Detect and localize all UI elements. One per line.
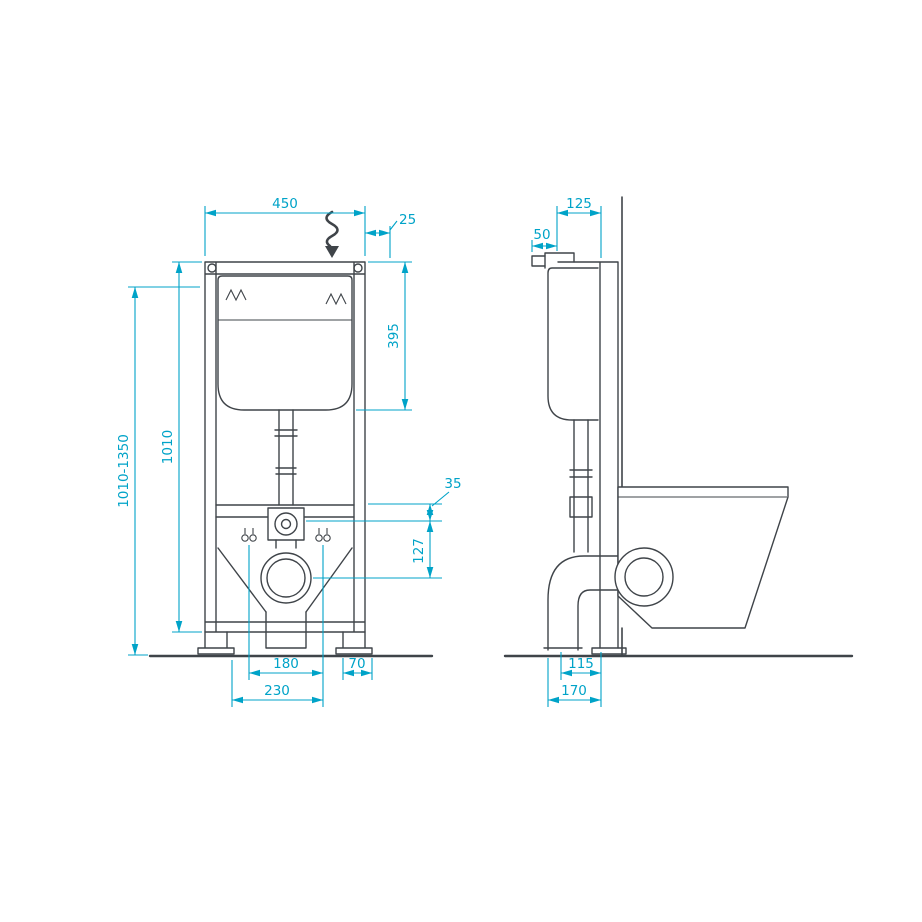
dim-label-outlet-height: 127 [411, 538, 427, 564]
dim-outlet-spacing: 230 [231, 660, 324, 707]
dim-label-frame-height: 1010 [160, 430, 176, 464]
dim-fixing-bolt-spacing: 180 [248, 545, 324, 680]
water-level-mark-left [225, 288, 247, 302]
dim-label-leg-width: 70 [348, 656, 365, 672]
flush-pipe-front [274, 409, 298, 506]
frame-front [204, 261, 366, 633]
outlet-duct [265, 611, 307, 649]
dim-label-outlet-floor-distance: 115 [568, 656, 594, 672]
frame-side [557, 261, 627, 655]
dim-installation-height: 1010-1350 [116, 286, 200, 656]
dim-leg-width: 70 [342, 656, 373, 680]
dim-button-housing-depth: 50 [531, 227, 557, 252]
flush-bend [267, 507, 305, 549]
flush-button-side [531, 252, 575, 269]
frame-legs [197, 631, 373, 655]
dim-flush-bend-offset: 35 [306, 476, 462, 522]
dim-top-offset: 25 [365, 212, 416, 258]
dim-label-outlet-spacing: 230 [264, 683, 290, 699]
dim-label-top-offset: 25 [399, 212, 416, 228]
flush-pipe-side [569, 419, 593, 553]
dim-label-installation-height: 1010-1350 [116, 434, 132, 508]
dim-label-cistern-height: 395 [386, 323, 402, 349]
water-level-mark-right [325, 292, 347, 306]
waste-elbow-side [543, 555, 631, 651]
dim-outlet-height: 127 [313, 521, 442, 579]
outlet-funnel [217, 547, 353, 613]
side-view: 125 50 115 170 [531, 196, 789, 707]
fixing-bolts [241, 528, 331, 542]
dim-label-frame-width: 450 [272, 196, 298, 212]
dim-label-fixing-bolt-spacing: 180 [273, 656, 299, 672]
dim-cistern-height: 395 [356, 261, 412, 411]
front-view: 450 25 395 1010 1010-1350 35 [116, 196, 462, 707]
cistern-front [217, 275, 353, 411]
flush-arrow-icon [325, 210, 339, 258]
dim-label-flush-bend-offset: 35 [444, 476, 461, 492]
dim-outlet-floor-distance: 115 [560, 652, 602, 707]
cistern-side [547, 267, 599, 421]
waste-outlet-front [260, 552, 312, 604]
dim-label-base-depth: 170 [561, 683, 587, 699]
outlet-flange-side [614, 547, 674, 607]
dim-base-depth: 170 [547, 658, 601, 707]
dim-frame-height: 1010 [160, 261, 202, 633]
dim-label-frame-depth: 125 [566, 196, 592, 212]
dim-label-button-housing-depth: 50 [533, 227, 550, 243]
frame-bolt-hole-right [353, 263, 363, 273]
frame-bolt-hole-left [207, 263, 217, 273]
dim-frame-depth: 125 [556, 196, 602, 258]
dim-frame-width: 450 [204, 196, 366, 256]
